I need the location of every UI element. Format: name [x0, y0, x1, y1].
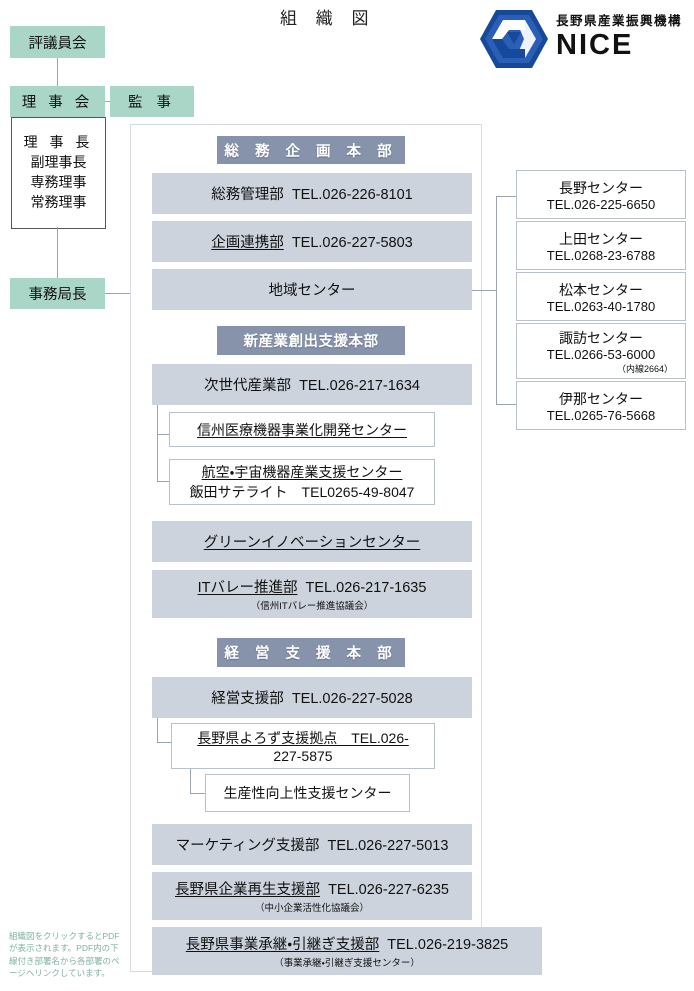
dept-management-support[interactable]: 経営支援部 TEL.026-227-5028 — [152, 677, 472, 718]
footnote-text: 組織図をクリックするとPDFが表示されます。PDF内の下線付き部署名から各部署の… — [9, 931, 120, 978]
connector-yorozu-trunk — [157, 718, 158, 742]
dept-name: マーケティング支援部 — [175, 838, 320, 854]
center-name: 長野センター — [559, 179, 643, 196]
officer-row-1: 副理事長 — [30, 154, 87, 171]
dept-marketing-support[interactable]: マーケティング支援部 TEL.026-227-5013 — [152, 824, 472, 865]
dept-tel: TEL.026-227-5028 — [291, 691, 413, 707]
connector-officers-secretary — [57, 227, 58, 278]
box-councillors[interactable]: 評議員会 — [10, 26, 105, 58]
center-tel: TEL.0263-40-1780 — [546, 298, 656, 314]
dept-tel: TEL.026-217-1634 — [299, 378, 420, 394]
subbox-line2: 227-5875 — [273, 748, 333, 764]
connector-board-auditor — [105, 101, 110, 102]
dept-it-valley-promotion[interactable]: ITバレー推進部 TEL.026-217-1635 （信州ITバレー推進協議会） — [152, 570, 472, 618]
logo-text-block: 長野県産業振興機構 NICE — [556, 10, 682, 60]
box-auditor[interactable]: 監 事 — [110, 86, 194, 117]
subbox-line1: 生産性向上性支援センター — [223, 785, 392, 801]
center-extension: （内線2664） — [616, 363, 673, 374]
subbox-productivity-improvement-center[interactable]: 生産性向上性支援センター — [205, 774, 410, 812]
logo-english-name: NICE — [556, 29, 634, 61]
officer-row-0: 理 事 長 — [23, 134, 94, 151]
division-header-general-affairs: 総 務 企 画 本 部 — [217, 136, 405, 164]
connector-secretary-main — [105, 293, 130, 294]
connector-center-4 — [496, 404, 516, 405]
dept-tel: TEL.026-227-5013 — [327, 838, 449, 854]
center-box-ina[interactable]: 伊那センター TEL.0265-76-5668 — [516, 381, 686, 430]
dept-corporate-revitalization[interactable]: 長野県企業再生支援部 TEL.026-227-6235 （中小企業活性化協議会） — [152, 872, 472, 920]
center-tel: TEL.026-225-6650 — [546, 196, 656, 212]
page-title: 組 織 図 — [280, 9, 376, 28]
nice-hexagon-logo-icon — [480, 10, 548, 68]
connector-center-0 — [496, 196, 516, 197]
box-board-of-directors[interactable]: 理 事 会 — [10, 86, 105, 117]
center-name: 伊那センター — [559, 390, 643, 407]
dept-green-innovation-center[interactable]: グリーンイノベーションセンター — [152, 521, 472, 562]
dept-name: 企画連携部 — [211, 235, 284, 251]
subbox-line1: 信州医療機器事業化開発センター — [197, 421, 407, 438]
center-box-ueda[interactable]: 上田センター TEL.0268-23-6788 — [516, 221, 686, 270]
organization-logo: 長野県産業振興機構 NICE — [478, 6, 690, 74]
dept-tel: TEL.026-217-1635 — [305, 580, 427, 596]
connector-regional-trunk-v — [496, 196, 497, 404]
officers-box: 理 事 長 副理事長 専務理事 常務理事 — [11, 117, 106, 229]
dept-subtitle: （信州ITバレー推進協議会） — [250, 601, 374, 612]
connector-nextgen-trunk — [157, 405, 158, 481]
dept-regional-center[interactable]: 地域センター — [152, 269, 472, 310]
dept-next-generation-industry[interactable]: 次世代産業部 TEL.026-217-1634 — [152, 364, 472, 405]
dept-tel: TEL.026-227-5803 — [291, 235, 413, 251]
connector-councillors-board — [57, 58, 58, 86]
subbox-line1: 長野県よろず支援拠点 TEL.026- — [197, 730, 409, 746]
center-box-nagano[interactable]: 長野センター TEL.026-225-6650 — [516, 170, 686, 219]
connector-productivity-trunk — [190, 769, 191, 793]
dept-subtitle: （中小企業活性化協議会） — [254, 903, 369, 914]
dept-name: ITバレー推進部 — [197, 580, 298, 596]
dept-tel: TEL.026-219-3825 — [387, 937, 509, 953]
logo-japanese-name: 長野県産業振興機構 — [556, 14, 683, 28]
dept-subtitle: （事業承継・引継ぎ支援センター） — [274, 958, 420, 969]
dept-general-affairs-management[interactable]: 総務管理部 TEL.026-226-8101 — [152, 173, 472, 214]
subbox-line1: 航空・宇宙機器産業支援センター — [201, 464, 403, 480]
subbox-aerospace-support-center[interactable]: 航空・宇宙機器産業支援センター 飯田サテライト TEL0265-49-8047 — [169, 459, 435, 505]
dept-name: 地域センター — [268, 283, 356, 299]
dept-name: 経営支援部 — [211, 691, 284, 707]
center-name: 上田センター — [559, 230, 643, 247]
connector-nextgen-sub-0 — [157, 434, 169, 435]
center-box-matsumoto[interactable]: 松本センター TEL.0263-40-1780 — [516, 272, 686, 321]
dept-name: 長野県事業承継・引継ぎ支援部 — [185, 937, 380, 953]
dept-tel: TEL.026-227-6235 — [328, 882, 449, 898]
center-tel: TEL.0265-76-5668 — [546, 407, 656, 423]
dept-name: 長野県企業再生支援部 — [175, 882, 320, 898]
dept-planning-coordination[interactable]: 企画連携部 TEL.026-227-5803 — [152, 221, 472, 262]
center-name: 諏訪センター — [559, 329, 643, 346]
connector-nextgen-sub-1 — [157, 481, 169, 482]
center-box-suwa[interactable]: 諏訪センター TEL.0266-53-6000 （内線2664） — [516, 323, 686, 379]
dept-business-succession-support[interactable]: 長野県事業承継・引継ぎ支援部 TEL.026-219-3825 （事業承継・引継… — [152, 927, 542, 975]
subbox-nagano-yorozu-support[interactable]: 長野県よろず支援拠点 TEL.026- 227-5875 — [171, 723, 435, 769]
connector-productivity-h — [190, 793, 205, 794]
subbox-shinshu-medical-device-center[interactable]: 信州医療機器事業化開発センター — [169, 412, 435, 447]
connector-regional-trunk-h — [472, 290, 496, 291]
center-name: 松本センター — [559, 281, 643, 298]
officer-row-2: 専務理事 — [30, 174, 87, 190]
dept-name: 次世代産業部 — [204, 378, 291, 394]
division-header-new-industry: 新産業創出支援本部 — [217, 326, 405, 355]
officer-row-3: 常務理事 — [30, 193, 87, 210]
dept-name: 総務管理部 — [211, 187, 284, 203]
center-tel: TEL.0266-53-6000 — [546, 346, 656, 362]
subbox-line2: 飯田サテライト TEL0265-49-8047 — [189, 484, 415, 500]
connector-yorozu-h — [157, 742, 171, 743]
division-header-management-support: 経 営 支 援 本 部 — [217, 638, 405, 667]
dept-tel: TEL.026-226-8101 — [291, 187, 413, 203]
box-secretary-general[interactable]: 事務局長 — [10, 278, 105, 309]
center-tel: TEL.0268-23-6788 — [546, 247, 656, 263]
dept-name: グリーンイノベーションセンター — [203, 535, 421, 551]
